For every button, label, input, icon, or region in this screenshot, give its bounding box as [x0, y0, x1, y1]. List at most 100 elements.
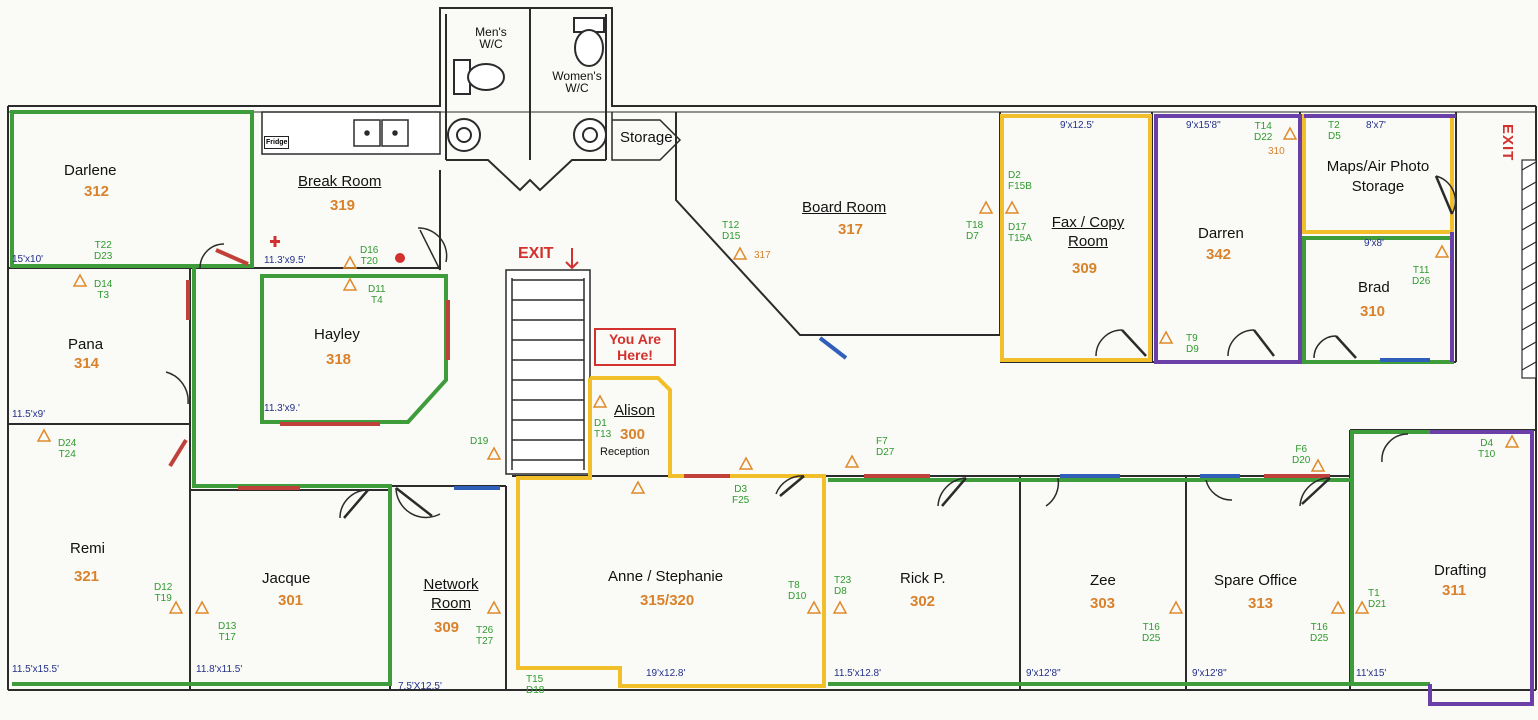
- room-fax-dim: 9'x12.5': [1060, 120, 1094, 131]
- room-darren-name: Darren: [1198, 225, 1244, 242]
- womens-wc-name: Women's: [552, 69, 602, 83]
- room-fax-name-1: Fax / Copy: [1051, 214, 1125, 231]
- break-room-counter: [261, 111, 441, 155]
- code-f6: F6: [1295, 444, 1308, 455]
- womens-wc-name2: W/C: [565, 81, 589, 95]
- room-rick-dim: 11.5'x12.8': [834, 668, 882, 679]
- code-d17: D17: [1008, 222, 1027, 233]
- room-jacque-number: 301: [278, 592, 304, 609]
- room-darren-number: 342: [1206, 246, 1232, 263]
- first-aid-cross: [270, 236, 280, 247]
- red-wall-segments: [168, 248, 1330, 490]
- room-zee-dim: 9'x12'8": [1026, 668, 1061, 679]
- room-darlene-name: Darlene: [64, 162, 117, 179]
- code-d13: D13: [218, 621, 237, 632]
- room-jacque-name: Jacque: [262, 570, 311, 587]
- room-maps-dim: 8'x7': [1366, 120, 1386, 131]
- code-t8: T8: [788, 580, 800, 591]
- room-hayley-name: Hayley: [314, 326, 360, 343]
- stairs: [505, 269, 591, 475]
- room-anne-dim: 19'x12.8': [646, 668, 686, 679]
- mens-wc-name2: W/C: [479, 37, 503, 51]
- code-d11: D11: [368, 284, 386, 295]
- code-t14: T14: [1254, 121, 1272, 132]
- code-d22: D22: [1254, 132, 1273, 143]
- code-d5: D5: [1328, 131, 1341, 142]
- code-t1: T1: [1368, 588, 1380, 599]
- room-board-room-number: 317: [838, 221, 864, 238]
- side-exit-label: EXIT: [1499, 124, 1516, 162]
- code-d24: D24: [58, 438, 77, 449]
- code-d12: D12: [154, 582, 173, 593]
- code-t16-zee: T16: [1142, 622, 1160, 633]
- jack-markers: [36, 126, 1520, 614]
- code-d8: D8: [834, 586, 847, 597]
- code-d16: D16: [360, 245, 379, 256]
- code-d21: D21: [1368, 599, 1387, 610]
- fire-alarm-dot: [395, 253, 405, 263]
- code-t23: T23: [834, 575, 852, 586]
- room-hayley-dim: 11.3'x9.': [264, 403, 300, 414]
- code-f25: F25: [732, 495, 750, 506]
- purple-zone-outlines: [1154, 114, 1534, 706]
- code-d1: D1: [594, 418, 607, 429]
- room-spare-name: Spare Office: [1214, 572, 1298, 589]
- mens-wc-label: Men's W/C: [464, 26, 518, 50]
- code-t20: T20: [360, 256, 378, 267]
- room-drafting-name: Drafting: [1434, 562, 1487, 579]
- code-d7: D7: [966, 231, 979, 242]
- code-d27: D27: [876, 447, 895, 458]
- room-break-room-number: 319: [330, 197, 356, 214]
- room-network-name-2: Room: [430, 595, 471, 612]
- room-network-name: Network Room: [418, 575, 484, 613]
- room-alison-number: 300: [620, 426, 646, 443]
- code-t19: T19: [154, 593, 172, 604]
- room-brad-number: 310: [1360, 303, 1386, 320]
- room-fax-name-2: Room: [1067, 233, 1108, 250]
- code-d18: D18: [526, 685, 545, 696]
- code-t26: T26: [476, 625, 494, 636]
- code-t15a: T15A: [1008, 233, 1032, 244]
- room-jacque-dim: 11.8'x11.5': [196, 664, 243, 675]
- room-drafting-number: 311: [1442, 582, 1467, 599]
- room-spare-number: 313: [1248, 595, 1274, 612]
- room-break-room-dim: 11.3'x9.5': [264, 255, 306, 266]
- code-d10: D10: [788, 591, 807, 602]
- code-t12: T12: [722, 220, 740, 231]
- code-d3: D3: [734, 484, 748, 495]
- storage-label: Storage: [620, 129, 673, 146]
- code-t13: T13: [594, 429, 612, 440]
- blue-wall-segments: [454, 336, 1430, 490]
- room-fax-number: 309: [1072, 260, 1098, 277]
- room-darren-dim: 9'x15'8": [1186, 120, 1221, 131]
- room-alison-sub: Reception: [600, 446, 650, 458]
- womens-wc-label: Women's W/C: [542, 70, 612, 94]
- code-d2: D2: [1008, 170, 1021, 181]
- room-pana-name: Pana: [68, 336, 104, 353]
- room-anne-name: Anne / Stephanie: [608, 568, 724, 585]
- room-board-room-name: Board Room: [802, 199, 887, 216]
- code-d14: D14: [94, 279, 113, 290]
- code-t11: T11: [1412, 265, 1430, 276]
